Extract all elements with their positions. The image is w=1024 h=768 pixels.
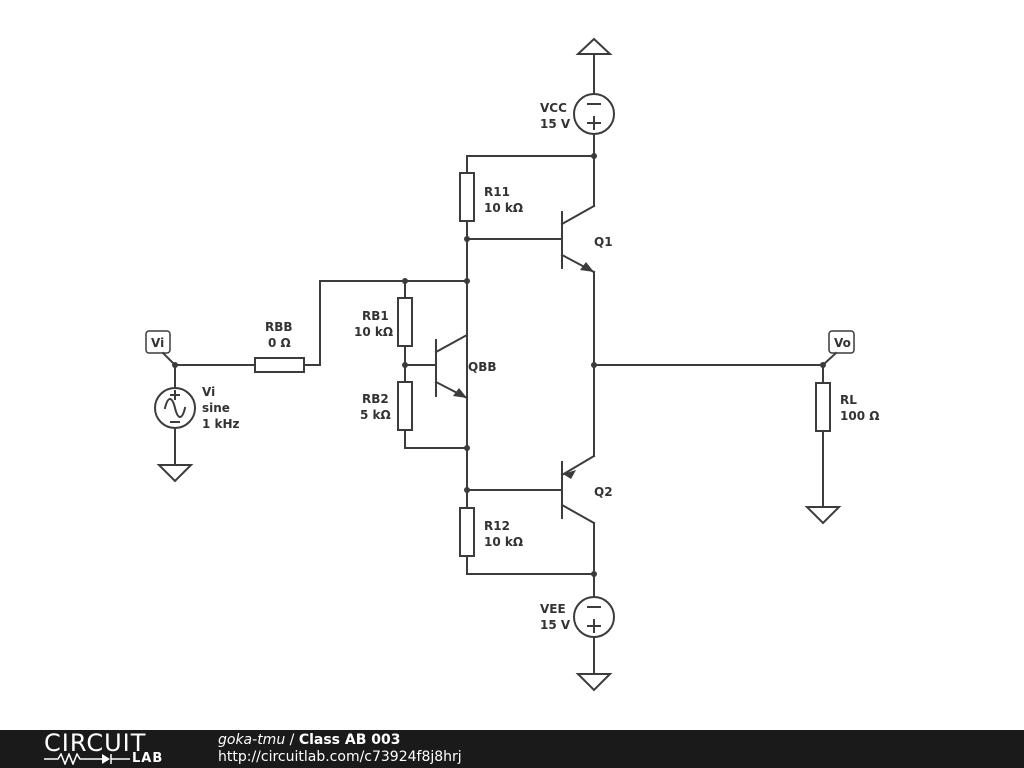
schematic-canvas: VCC 15 V R11 10 kΩ Q1 RB1 10 kΩ RB2 5 kΩ [145, 37, 879, 692]
schematic-url-link[interactable]: http://circuitlab.com/c73924f8j8hrj [218, 749, 462, 765]
vee-name: VEE [540, 602, 566, 616]
schematic-title: Class AB 003 [298, 732, 401, 748]
schematic-credit: goka-tmu / Class AB 003 http://circuitla… [218, 732, 462, 766]
vi-source-name: Vi [202, 385, 215, 399]
vee-value: 15 V [540, 618, 571, 632]
resistor-rl[interactable] [815, 382, 831, 432]
transistor-q2[interactable] [560, 454, 596, 525]
rb2-value: 5 kΩ [360, 408, 391, 422]
footer-bar: CIRCUIT LAB goka-tmu / Class AB 003 http… [0, 730, 1024, 768]
credit-separator: / [285, 732, 299, 748]
vi-source-type: sine [202, 401, 230, 415]
rl-name: RL [840, 393, 857, 407]
vi-label: Vi [151, 336, 164, 350]
r12-value: 10 kΩ [484, 535, 523, 549]
rbb-name: RBB [265, 320, 293, 334]
ground-symbol [575, 673, 613, 692]
circuitlab-logo[interactable]: CIRCUIT LAB [44, 731, 174, 767]
rl-value: 100 Ω [840, 409, 879, 423]
rbb-value: 0 Ω [268, 336, 291, 350]
r11-name: R11 [484, 185, 510, 199]
vcc-value: 15 V [540, 117, 571, 131]
ground-symbol [804, 506, 842, 525]
vi-sine-source[interactable] [154, 387, 196, 429]
vo-probe[interactable] [821, 330, 855, 367]
junction-dots [172, 153, 826, 577]
rb2-name: RB2 [362, 392, 389, 406]
logo-wordmark-bottom: LAB [132, 751, 164, 766]
resistor-rb2[interactable] [397, 381, 413, 431]
resistor-r12[interactable] [459, 507, 475, 557]
vcc-name: VCC [540, 101, 567, 115]
vo-label: Vo [834, 336, 851, 350]
r11-value: 10 kΩ [484, 201, 523, 215]
vi-source-freq: 1 kHz [202, 417, 240, 431]
rb1-name: RB1 [362, 309, 389, 323]
qbb-name: QBB [468, 360, 497, 374]
resistor-r11[interactable] [459, 172, 475, 222]
transistor-q1[interactable] [560, 204, 596, 274]
vcc-rail-symbol [575, 37, 613, 95]
vee-source[interactable] [573, 596, 615, 675]
ground-symbol [156, 464, 194, 483]
author-name[interactable]: goka-tmu [218, 732, 286, 748]
rb1-value: 10 kΩ [354, 325, 393, 339]
resistor-rb1[interactable] [397, 297, 413, 347]
r12-name: R12 [484, 519, 510, 533]
resistor-rbb[interactable] [254, 357, 305, 373]
q1-name: Q1 [594, 235, 613, 249]
logo-circuit-icon [44, 753, 130, 765]
logo-wordmark-top: CIRCUIT [44, 729, 147, 757]
transistor-qbb[interactable] [434, 333, 469, 400]
q2-name: Q2 [594, 485, 613, 499]
vcc-source[interactable] [573, 93, 615, 157]
